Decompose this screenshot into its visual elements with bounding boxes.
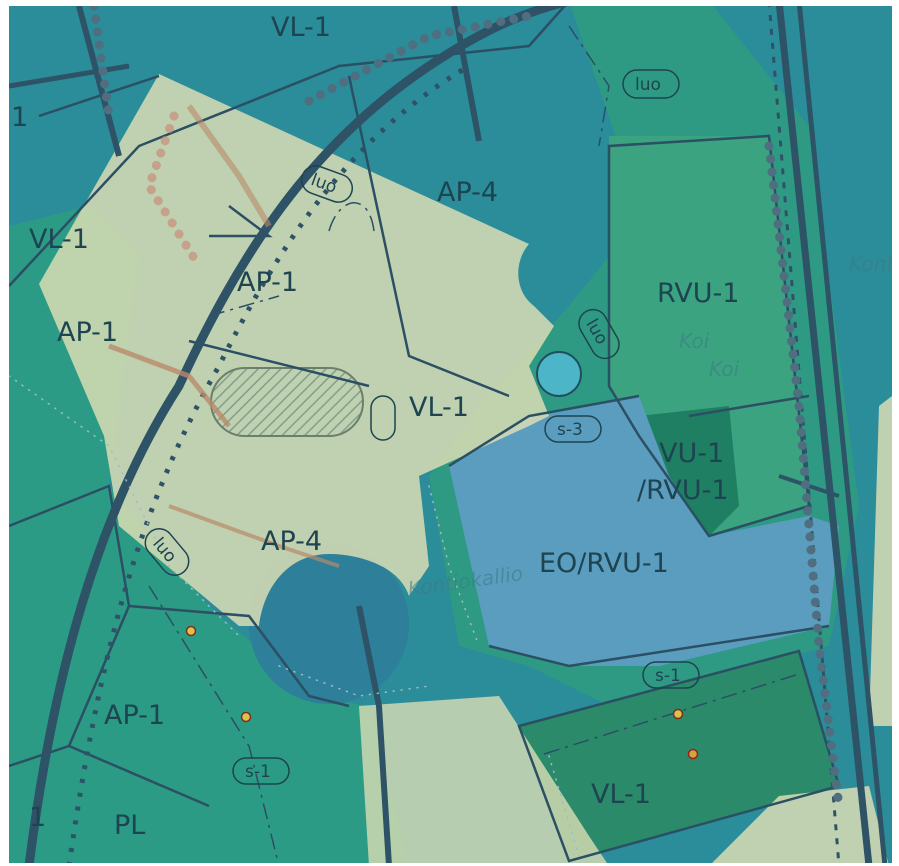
zone-label-vl-1-south: VL-1 — [591, 779, 651, 810]
tag-oval-small — [370, 395, 396, 441]
faint-road-south — [168, 504, 340, 568]
map-text-konti: Konti — [849, 252, 892, 276]
zone-label-rvu-1-secondary: /RVU-1 — [637, 475, 729, 506]
faint-road — [108, 343, 231, 428]
zone-label-ap-1-south: AP-1 — [104, 700, 165, 731]
map-text-koi-1: Koi — [679, 329, 710, 353]
zone-label-eo-rvu-1: EO/RVU-1 — [539, 548, 669, 579]
tag-s-3: s-3 — [544, 415, 602, 443]
map-text-koi-2: Koi — [709, 357, 740, 381]
map-viewport[interactable]: VL-1 AP-4 AP-1 VL-1 AP-1 RVU-1 VL-1 VU-1… — [8, 5, 893, 864]
tag-s-1-west: s-1 — [232, 757, 290, 785]
dotted-boundaries — [9, 375, 580, 857]
zone-label-vl-1-center: VL-1 — [409, 392, 469, 423]
dot-chains — [89, 6, 844, 811]
faint-road-north — [186, 104, 272, 228]
survey-point-icon — [185, 625, 197, 637]
overlay-area-south — [359, 696, 607, 863]
vl-zone-south — [519, 651, 839, 861]
zone-label-fragment-sw: 1 — [29, 802, 46, 833]
tag-luo-north: luo — [622, 69, 680, 99]
zone-label-ap-1-center: AP-1 — [237, 267, 298, 298]
zone-label-ap-1-west: AP-1 — [57, 317, 118, 348]
overlay-area-southeast — [712, 786, 889, 863]
zone-label-fragment-nw: 1 — [11, 102, 28, 133]
zone-label-ap-4-north: AP-4 — [437, 177, 498, 208]
zone-label-ap-4-south: AP-4 — [261, 526, 322, 557]
dash-dot-boundaries — [148, 25, 800, 863]
survey-points — [185, 625, 699, 760]
zone-label-rvu-1: RVU-1 — [657, 278, 739, 309]
zoning-map[interactable]: VL-1 AP-4 AP-1 VL-1 AP-1 RVU-1 VL-1 VU-1… — [9, 6, 892, 863]
zone-label-pl: PL — [114, 810, 145, 841]
eo-zone — [449, 396, 839, 666]
vu-zone — [639, 406, 739, 536]
survey-point-icon — [240, 711, 252, 723]
zone-label-vu-1: VU-1 — [659, 438, 724, 469]
roads — [9, 6, 888, 863]
survey-point-icon — [672, 708, 684, 720]
svg-text:s-3: s-3 — [557, 420, 583, 440]
zone-label-vl-1-north: VL-1 — [271, 12, 331, 43]
overlay-area-east — [869, 396, 892, 726]
zone-label-vl-1-west: VL-1 — [29, 224, 89, 255]
pond — [536, 351, 582, 397]
tag-s-1-east: s-1 — [642, 661, 700, 689]
svg-text:s-1: s-1 — [655, 666, 681, 686]
svg-text:s-1: s-1 — [245, 762, 271, 782]
svg-text:luo: luo — [635, 75, 661, 95]
survey-point-icon — [687, 748, 699, 760]
